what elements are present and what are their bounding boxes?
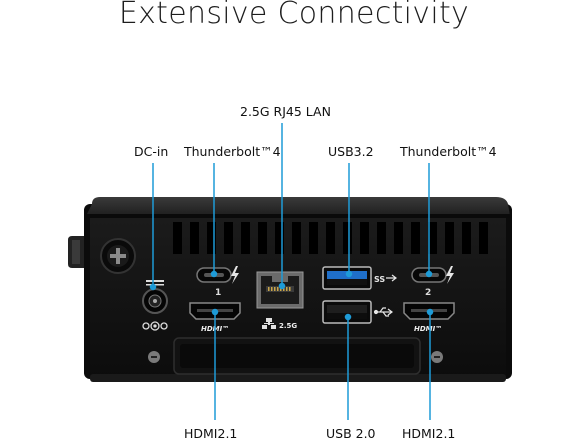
usb-icon (373, 307, 393, 317)
page-title: Extensive Connectivity (118, 0, 470, 31)
label-thunderbolt-left: Thunderbolt™4 (184, 144, 281, 159)
thumb-screw-icon (100, 238, 136, 274)
lightning-bolt-icon (231, 266, 239, 284)
label-hdmi-left: HDMI2.1 (184, 426, 238, 441)
rj45-lan-port (256, 271, 304, 309)
callout-lines (149, 123, 434, 420)
screw-icon (148, 351, 443, 363)
label-thunderbolt-right: Thunderbolt™4 (400, 144, 497, 159)
kensington-bracket (68, 236, 84, 268)
lightning-bolt-icon (446, 266, 454, 284)
svg-text:SS: SS (374, 275, 385, 284)
tb-left-number: 1 (215, 288, 221, 298)
tb-right-number: 2 (425, 288, 431, 298)
dc-polarity-icon (142, 321, 168, 331)
network-icon (262, 318, 276, 329)
label-dc-in: DC-in (134, 144, 169, 159)
expansion-cover (173, 337, 421, 375)
usb32-port (322, 266, 372, 290)
label-hdmi-right: HDMI2.1 (402, 426, 456, 441)
hdmi-logo-right: HDMI™ (414, 325, 442, 333)
label-usb32: USB3.2 (328, 144, 374, 159)
lan-speed-mark: 2.5G (279, 322, 297, 330)
usb-ss-icon: SS (374, 274, 397, 284)
label-lan: 2.5G RJ45 LAN (240, 104, 331, 119)
vent-slots (173, 222, 488, 254)
label-usb20: USB 2.0 (326, 426, 376, 441)
